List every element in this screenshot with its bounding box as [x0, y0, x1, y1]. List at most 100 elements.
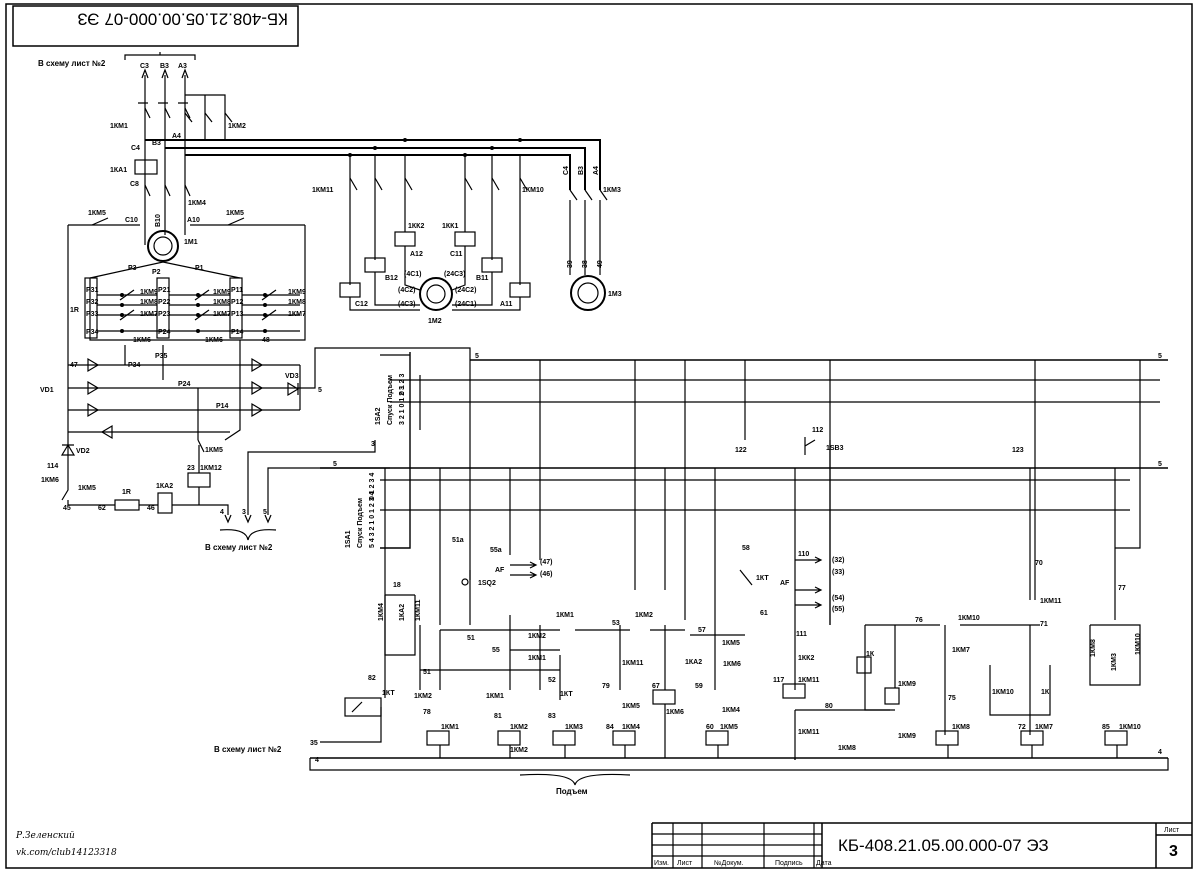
svg-text:1КМ5: 1КМ5: [78, 485, 96, 492]
svg-text:52: 52: [548, 677, 556, 684]
svg-text:1КМ2: 1КМ2: [228, 123, 246, 130]
svg-text:Р33: Р33: [86, 311, 99, 318]
svg-text:1КМ4: 1КМ4: [188, 200, 206, 207]
svg-text:1КТ: 1КТ: [756, 575, 769, 582]
svg-text:1КА2: 1КА2: [399, 604, 406, 621]
note-to-sheet2-mid: В схему лист №2: [205, 543, 273, 552]
title-block: Изм. Лист №Докум. Подпись Дата КБ-408.21…: [651, 822, 1192, 868]
svg-text:85: 85: [1102, 724, 1110, 731]
svg-text:1КМ9: 1КМ9: [898, 733, 916, 740]
svg-text:76: 76: [915, 617, 923, 624]
svg-text:1КМ11: 1КМ11: [1040, 598, 1062, 605]
svg-text:70: 70: [1035, 560, 1043, 567]
svg-text:AF: AF: [495, 567, 505, 574]
svg-text:А3: А3: [178, 63, 187, 70]
svg-text:1R: 1R: [70, 307, 79, 314]
svg-text:1КМ6: 1КМ6: [205, 337, 223, 344]
svg-text:112: 112: [812, 427, 823, 434]
svg-text:В3: В3: [160, 63, 169, 70]
svg-text:1КК1: 1КК1: [442, 223, 458, 230]
svg-text:5: 5: [263, 509, 267, 516]
svg-text:Р3: Р3: [128, 265, 137, 272]
svg-text:57: 57: [698, 627, 706, 634]
svg-text:1КМ11: 1КМ11: [798, 677, 820, 684]
svg-text:3: 3: [242, 509, 246, 516]
svg-text:39: 39: [567, 260, 574, 268]
svg-text:С4: С4: [131, 145, 140, 152]
power-circuit: [60, 52, 601, 541]
svg-text:1КК2: 1КК2: [798, 655, 814, 662]
sheet-label: Лист: [1164, 827, 1180, 834]
svg-text:(32): (32): [832, 557, 844, 564]
svg-text:Р1: Р1: [195, 265, 204, 272]
svg-text:Р32: Р32: [86, 299, 99, 306]
motor-1m1-symbol: [147, 230, 179, 262]
svg-text:А4: А4: [172, 133, 181, 140]
svg-text:1КМ1: 1КМ1: [486, 693, 504, 700]
svg-text:82: 82: [368, 675, 376, 682]
motor-1m3-symbol: [570, 275, 606, 311]
svg-text:(4С2): (4С2): [398, 287, 416, 294]
svg-text:Р12: Р12: [231, 299, 244, 306]
svg-text:С3: С3: [140, 63, 149, 70]
svg-text:4: 4: [315, 757, 319, 764]
svg-text:С10: С10: [125, 217, 138, 224]
svg-text:(47): (47): [540, 559, 552, 566]
svg-text:№Докум.: №Докум.: [714, 860, 744, 867]
svg-text:1SA1: 1SA1: [345, 530, 352, 548]
svg-text:84: 84: [606, 724, 614, 731]
svg-text:1КМ1: 1КМ1: [441, 724, 459, 731]
sheet-code: КБ-408.21.05.00.000-07 ЭЗ: [838, 836, 1049, 855]
svg-text:114: 114: [47, 463, 58, 470]
svg-text:Р14: Р14: [231, 329, 244, 336]
svg-text:1КМ3: 1КМ3: [603, 187, 621, 194]
svg-text:1КА1: 1КА1: [110, 167, 127, 174]
svg-text:55: 55: [492, 647, 500, 654]
svg-text:(33): (33): [832, 569, 844, 576]
svg-text:122: 122: [735, 447, 747, 454]
svg-text:1КМ10: 1КМ10: [1119, 724, 1141, 731]
svg-text:В3: В3: [152, 140, 161, 147]
svg-text:(4С1): (4С1): [404, 271, 422, 278]
svg-text:1КМ4: 1КМ4: [722, 707, 740, 714]
svg-text:75: 75: [948, 695, 956, 702]
phase-labels-top: С3 В3 А3: [140, 63, 187, 70]
svg-text:51: 51: [467, 635, 475, 642]
sheet-frame: [5, 3, 1193, 869]
svg-text:1КМ11: 1КМ11: [798, 729, 820, 736]
svg-text:1КМ8: 1КМ8: [838, 745, 856, 752]
svg-text:1М2: 1М2: [428, 318, 442, 325]
svg-text:1КМ5: 1КМ5: [205, 447, 223, 454]
svg-text:5: 5: [1158, 353, 1162, 360]
svg-text:81: 81: [494, 713, 502, 720]
svg-text:С12: С12: [355, 301, 368, 308]
svg-text:AF: AF: [780, 580, 790, 587]
svg-text:1КМ10: 1КМ10: [1135, 633, 1142, 655]
svg-text:35: 35: [310, 740, 318, 747]
svg-text:1КМ1: 1КМ1: [556, 612, 574, 619]
svg-text:1КМ8: 1КМ8: [952, 724, 970, 731]
svg-text:1К: 1К: [866, 651, 875, 658]
svg-text:Подпись: Подпись: [775, 860, 803, 867]
svg-text:123: 123: [1012, 447, 1024, 454]
svg-text:Спуск Подъем: Спуск Подъем: [357, 498, 364, 548]
svg-text:Р31: Р31: [86, 287, 99, 294]
svg-text:1SB3: 1SB3: [826, 445, 844, 452]
svg-text:1КМ7: 1КМ7: [140, 311, 158, 318]
svg-text:(46): (46): [540, 571, 552, 578]
svg-text:77: 77: [1118, 585, 1126, 592]
svg-text:1КМ2: 1КМ2: [510, 747, 528, 754]
svg-text:1КМ5: 1КМ5: [88, 210, 106, 217]
svg-text:1КМ7: 1КМ7: [288, 311, 306, 318]
svg-text:0 1 2 3 4: 0 1 2 3 4: [369, 473, 376, 500]
svg-text:1КМ9: 1КМ9: [288, 289, 306, 296]
svg-text:55а: 55а: [490, 547, 502, 554]
svg-text:(24С3): (24С3): [444, 271, 465, 278]
note-to-sheet2-top: В схему лист №2: [38, 59, 106, 68]
svg-text:1КМ3: 1КМ3: [565, 724, 583, 731]
svg-text:Р35: Р35: [155, 353, 168, 360]
author-name: Р.Зеленский: [15, 831, 75, 841]
svg-text:А10: А10: [187, 217, 200, 224]
svg-text:1SA2: 1SA2: [375, 407, 382, 425]
